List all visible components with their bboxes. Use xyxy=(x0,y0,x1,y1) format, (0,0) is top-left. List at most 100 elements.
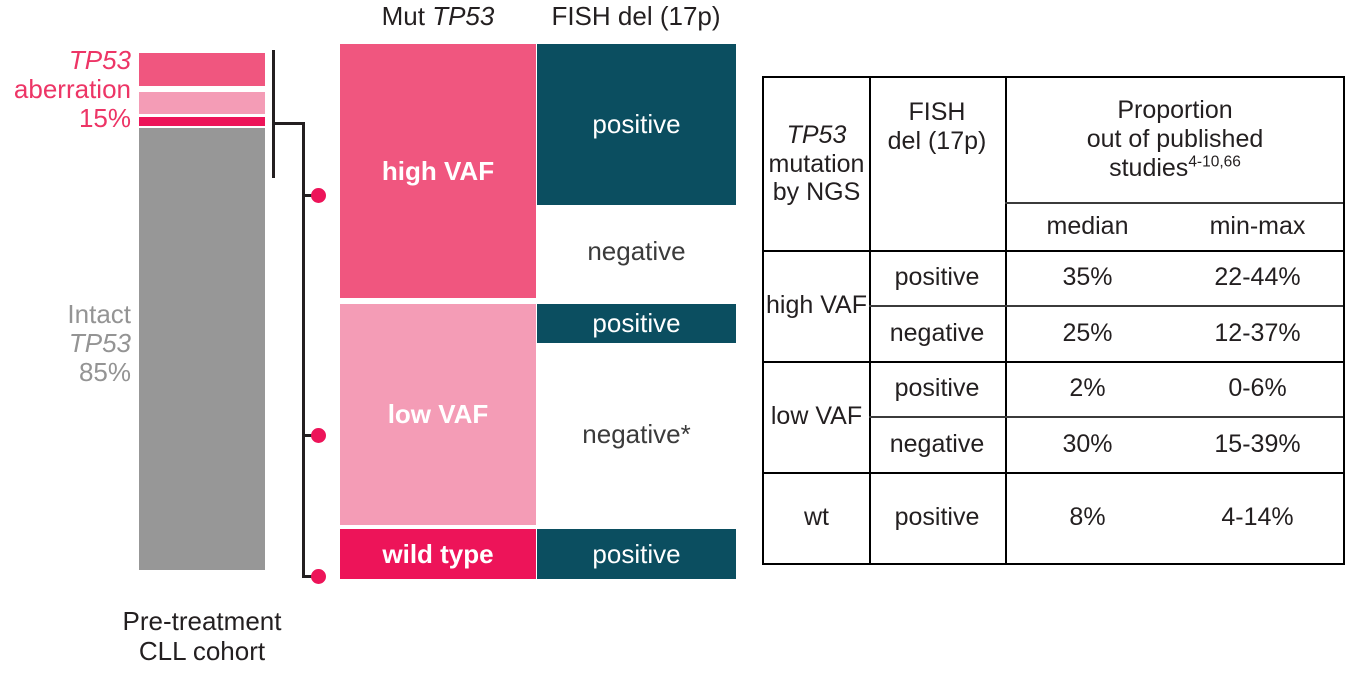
table-cell-fish: positive xyxy=(894,374,980,403)
table-group-label-low-vaf: low VAF xyxy=(764,361,869,472)
connector-branch-wild-type xyxy=(302,575,319,578)
table-cell-median-wrap: 8% xyxy=(1005,472,1170,563)
table-rule-high-vaf-inner xyxy=(869,305,1343,307)
connector-branch-low-vaf xyxy=(302,434,319,437)
table-cell-minmax: 0-6% xyxy=(1228,374,1287,403)
mut-block-wild-type-label: wild type xyxy=(382,538,494,569)
table-header-tp53-mutation: TP53 mutation by NGS xyxy=(764,78,869,250)
table-header-proportion: Proportion out of published studies4-10,… xyxy=(1005,78,1345,202)
cohort-caption-line1: Pre-treatment xyxy=(122,606,282,636)
table-rule-subheader xyxy=(1005,202,1343,204)
mut-block-high-vaf: high VAF xyxy=(340,44,536,298)
intact-word: Intact xyxy=(67,299,131,329)
table-cell-median: 25% xyxy=(1062,319,1113,348)
table-cell-minmax-wrap: 12-37% xyxy=(1170,306,1345,361)
table-cell-median: 2% xyxy=(1069,374,1106,403)
table-group-wt-text: wt xyxy=(804,503,829,532)
tp53-aberration-label: TP53 aberration 15% xyxy=(13,45,131,134)
bar-segment-high-vaf xyxy=(139,53,265,86)
intact-gene: TP53 xyxy=(68,328,131,359)
table-cell-fish: positive xyxy=(894,503,980,532)
table-row: negative xyxy=(869,306,1005,361)
table-rule-after-high-vaf xyxy=(764,361,1343,363)
table-header-by-ngs: by NGS xyxy=(772,178,861,207)
bracket-stem-horizontal xyxy=(272,122,305,125)
connector-branch-high-vaf xyxy=(302,194,319,197)
fish-block-low-positive-label: positive xyxy=(592,308,681,338)
connector-trunk xyxy=(302,122,305,578)
table-divider-col1 xyxy=(869,78,871,563)
table-row: positive xyxy=(869,361,1005,416)
table-cell-minmax-wrap: 22-44% xyxy=(1170,250,1345,305)
table-header-studies-word: studies xyxy=(1109,153,1189,182)
bar-segment-intact-tp53 xyxy=(139,128,265,570)
table-row: positive xyxy=(869,250,1005,305)
table-cell-minmax-wrap: 15-39% xyxy=(1170,417,1345,472)
fish-block-wt-positive-label: positive xyxy=(592,538,681,569)
table-header-fish: FISH del (17p) xyxy=(869,78,1005,250)
bar-segment-wild-type xyxy=(139,117,265,126)
table-cell-fish: negative xyxy=(889,430,985,459)
fish-block-high-negative: negative xyxy=(537,205,736,298)
table-cell-median-wrap: 35% xyxy=(1005,250,1170,305)
table-cell-median: 35% xyxy=(1062,263,1113,292)
published-studies-table: TP53 mutation by NGS FISH del (17p) Prop… xyxy=(762,76,1345,565)
table-header-proportion-line1: Proportion xyxy=(1117,96,1233,124)
table-cell-minmax: 12-37% xyxy=(1214,319,1301,348)
mut-header-prefix: Mut xyxy=(381,1,425,31)
fish-block-high-positive-label: positive xyxy=(592,109,681,139)
table-cell-median-wrap: 2% xyxy=(1005,361,1170,416)
table-cell-median-wrap: 25% xyxy=(1005,306,1170,361)
table-cell-minmax-wrap: 4-14% xyxy=(1170,472,1345,563)
table-header-fish-line1: FISH xyxy=(908,98,966,126)
table-cell-median-wrap: 30% xyxy=(1005,417,1170,472)
aberration-pct: 15% xyxy=(78,103,131,134)
table-cell-median: 8% xyxy=(1069,503,1106,532)
aberration-word: aberration xyxy=(13,74,131,105)
connector-dot-high-vaf xyxy=(311,188,326,203)
mut-block-wild-type: wild type xyxy=(340,529,536,579)
table-header-fish-line2: del (17p) xyxy=(887,126,987,155)
mut-block-high-vaf-label: high VAF xyxy=(381,155,495,186)
mut-block-low-vaf: low VAF xyxy=(340,304,536,525)
table-header-proportion-line3: studies4-10,66 xyxy=(1109,154,1241,183)
table-subheader-median: median xyxy=(1005,202,1170,250)
table-group-label-wt: wt xyxy=(764,472,869,563)
intact-pct: 85% xyxy=(78,357,131,388)
cohort-caption: Pre-treatment CLL cohort xyxy=(72,606,332,666)
table-cell-minmax-wrap: 0-6% xyxy=(1170,361,1345,416)
table-row: positive xyxy=(869,472,1005,563)
aberration-gene: TP53 xyxy=(68,45,131,75)
fish-block-low-negative-label: negative* xyxy=(582,418,691,449)
table-header-gene: TP53 xyxy=(786,120,847,149)
bracket-vertical-main xyxy=(272,50,275,178)
table-group-low-vaf-text: low VAF xyxy=(770,402,863,431)
table-rule-header-bottom xyxy=(764,250,1343,252)
table-header-proportion-line2: out of published xyxy=(1086,124,1264,153)
bar-segment-low-vaf xyxy=(139,92,265,114)
fish-block-wt-positive: positive xyxy=(537,529,736,579)
table-header-mutation: mutation xyxy=(768,149,865,178)
table-cell-minmax: 4-14% xyxy=(1221,503,1294,532)
table-group-label-high-vaf: high VAF xyxy=(764,250,869,361)
mut-block-low-vaf-label: low VAF xyxy=(387,399,489,429)
column-header-fish-del17p: FISH del (17p) xyxy=(536,1,736,32)
mut-header-gene: TP53 xyxy=(432,1,495,31)
table-cell-fish: positive xyxy=(894,263,980,292)
intact-tp53-label: Intact TP53 85% xyxy=(67,299,131,388)
table-cell-minmax: 22-44% xyxy=(1214,263,1301,292)
table-subheader-minmax: min-max xyxy=(1170,202,1345,250)
fish-block-low-negative: negative* xyxy=(537,343,736,525)
table-header-studies-refs: 4-10,66 xyxy=(1188,153,1241,171)
table-cell-fish: negative xyxy=(889,319,985,348)
connector-dot-low-vaf xyxy=(311,428,326,443)
cohort-caption-line2: CLL cohort xyxy=(138,636,266,667)
table-subheader-minmax-label: min-max xyxy=(1209,211,1306,240)
fish-block-low-positive: positive xyxy=(537,304,736,343)
table-rule-after-low-vaf xyxy=(764,472,1343,474)
column-header-mut-tp53: Mut TP53 xyxy=(340,1,536,32)
table-cell-median: 30% xyxy=(1062,430,1113,459)
table-cell-minmax: 15-39% xyxy=(1214,430,1301,459)
fish-block-high-negative-label: negative xyxy=(587,236,686,266)
